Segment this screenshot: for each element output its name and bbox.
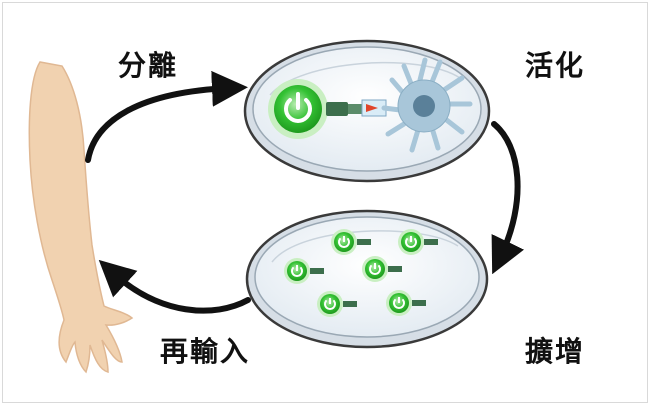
culture-dish-activation: [243, 39, 491, 183]
culture-dish-expansion: [245, 209, 489, 349]
t-cell-small-2: [398, 229, 438, 255]
t-cell-small-3: [284, 258, 324, 284]
label-activation: 活化: [525, 49, 586, 82]
t-cell-power-icon: [268, 79, 328, 139]
t-cell-small-6: [386, 290, 426, 316]
receptor-connector-icon: [326, 99, 387, 117]
t-cell-small-1: [331, 229, 371, 255]
label-expansion: 擴增: [525, 335, 586, 368]
human-arm-icon: [28, 61, 134, 374]
arrow-reinfusion: [98, 259, 251, 314]
cycle-arrows: [85, 70, 525, 314]
t-cell-small-4: [362, 256, 402, 282]
label-separation: 分離: [118, 49, 179, 82]
dendritic-cell-icon: [381, 57, 473, 153]
arrow-activation: [491, 121, 525, 275]
label-reinfusion: 再輸入: [160, 335, 251, 368]
t-cell-small-5: [317, 291, 357, 317]
arrow-separation: [85, 70, 248, 163]
